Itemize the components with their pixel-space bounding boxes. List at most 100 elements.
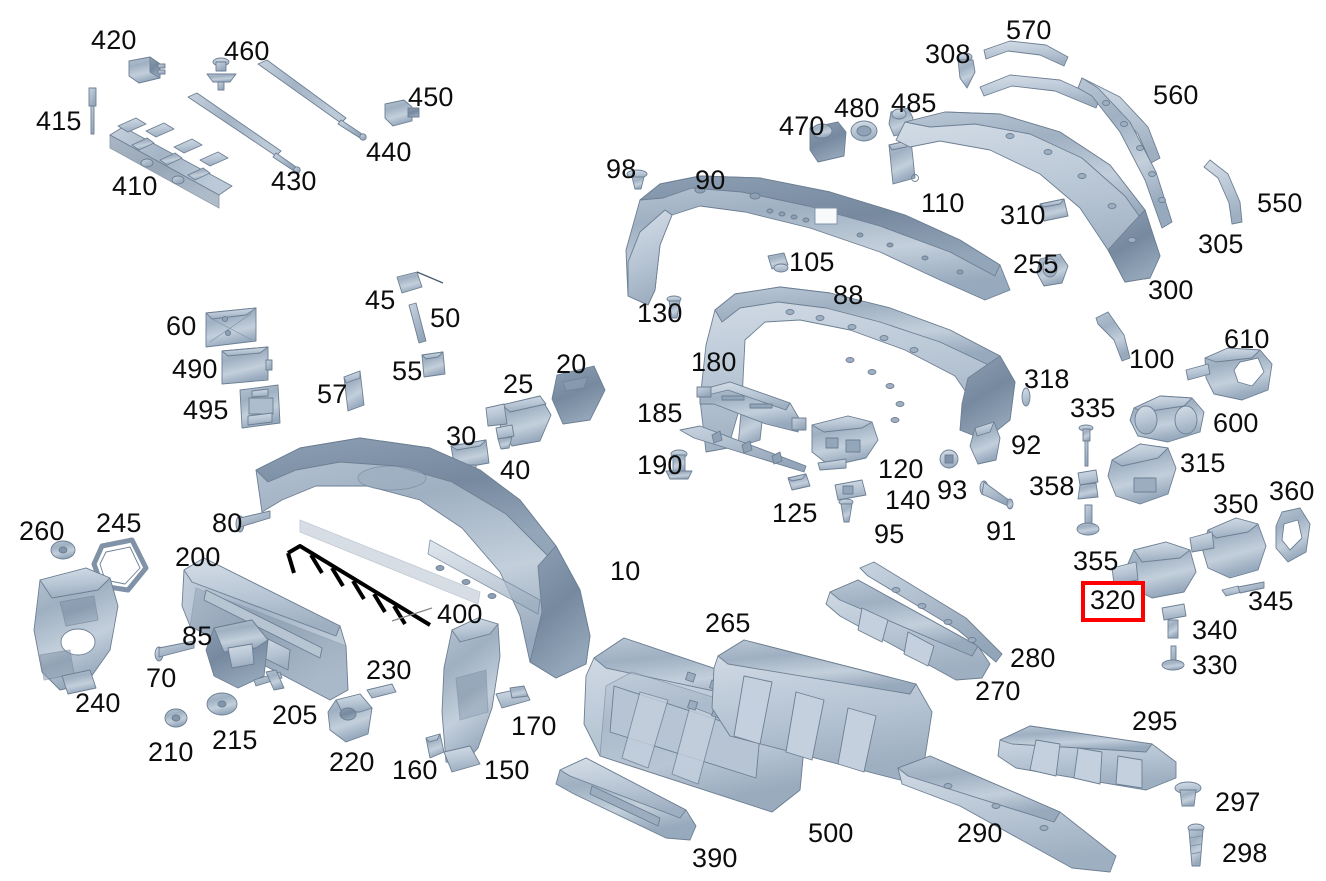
part-430 <box>187 92 301 174</box>
part-label-245: 245 <box>96 508 142 538</box>
part-315 <box>1107 443 1177 505</box>
part-label-320[interactable]: 320 <box>1081 581 1145 622</box>
part-200 <box>181 557 349 701</box>
part-360 <box>1275 507 1311 563</box>
part-label-120: 120 <box>878 454 924 484</box>
part-label-290: 290 <box>957 818 1003 848</box>
part-230 <box>366 683 397 699</box>
part-label-70: 70 <box>146 663 177 693</box>
part-label-105: 105 <box>789 247 835 277</box>
part-310 <box>1039 198 1069 222</box>
part-label-50: 50 <box>430 303 461 333</box>
part-93 <box>939 449 959 469</box>
part-label-85: 85 <box>182 621 213 651</box>
part-label-60: 60 <box>166 311 197 341</box>
part-label-550: 550 <box>1257 188 1303 218</box>
part-label-98: 98 <box>606 154 637 184</box>
part-label-495: 495 <box>183 395 229 425</box>
part-label-470: 470 <box>779 111 825 141</box>
part-label-490: 490 <box>172 354 218 384</box>
part-label-345: 345 <box>1248 586 1294 616</box>
part-450 <box>384 99 420 127</box>
part-460 <box>206 57 237 91</box>
part-470 <box>809 121 847 163</box>
part-label-180: 180 <box>691 347 737 377</box>
part-480 <box>850 120 878 142</box>
part-490 <box>221 346 273 385</box>
part-215 <box>206 692 238 716</box>
part-270 <box>825 579 991 681</box>
part-label-360: 360 <box>1269 476 1315 506</box>
part-label-110: 110 <box>921 188 965 218</box>
part-415 <box>88 87 97 135</box>
part-308b <box>979 74 1101 109</box>
part-label-280: 280 <box>1010 643 1056 673</box>
part-100 <box>1095 311 1131 362</box>
part-440 <box>257 59 367 141</box>
part-label-90: 90 <box>695 165 726 195</box>
part-label-415: 415 <box>36 106 82 136</box>
part-420 <box>128 56 166 84</box>
part-290 <box>897 755 1117 873</box>
part-185 <box>679 425 807 473</box>
part-220 <box>327 693 373 743</box>
part-label-298: 298 <box>1222 838 1268 868</box>
part-label-55: 55 <box>392 356 423 386</box>
part-label-80: 80 <box>212 508 243 538</box>
part-label-335: 335 <box>1070 393 1116 423</box>
part-label-25: 25 <box>503 369 534 399</box>
part-label-40: 40 <box>500 455 531 485</box>
part-label-88: 88 <box>833 280 864 310</box>
part-98 <box>626 169 648 190</box>
part-label-92: 92 <box>1011 430 1042 460</box>
part-20 <box>551 365 606 425</box>
part-label-30: 30 <box>446 421 477 451</box>
part-355 <box>1076 504 1100 536</box>
part-180 <box>696 381 807 433</box>
part-label-265: 265 <box>705 608 751 638</box>
part-label-260: 260 <box>19 516 65 546</box>
part-92 <box>969 421 1001 465</box>
part-label-130: 130 <box>637 298 683 328</box>
part-95 <box>838 498 854 523</box>
part-150 <box>441 617 501 773</box>
part-label-150: 150 <box>484 755 530 785</box>
part-57 <box>343 370 365 412</box>
part-318 <box>1021 387 1031 407</box>
part-358 <box>1077 469 1099 500</box>
part-190 <box>665 449 693 480</box>
part-10 <box>255 437 591 679</box>
part-205 <box>253 669 285 691</box>
part-label-500: 500 <box>808 818 854 848</box>
part-label-460: 460 <box>224 36 270 66</box>
part-label-330: 330 <box>1192 650 1238 680</box>
part-600 <box>1129 395 1205 443</box>
part-label-485: 485 <box>891 88 937 118</box>
part-240 <box>33 567 119 695</box>
part-390 <box>555 757 697 841</box>
part-298 <box>1187 823 1205 867</box>
part-label-355: 355 <box>1073 546 1119 576</box>
part-308 <box>957 52 976 89</box>
part-260 <box>50 540 76 560</box>
part-610 <box>1185 347 1273 401</box>
part-340 <box>1161 603 1187 639</box>
part-330 <box>1161 645 1185 671</box>
part-label-185: 185 <box>637 398 683 428</box>
part-60 <box>205 307 257 348</box>
part-label-240: 240 <box>75 688 121 718</box>
part-label-215: 215 <box>212 725 258 755</box>
part-label-10: 10 <box>610 556 641 586</box>
part-40 <box>495 424 515 450</box>
part-label-300: 300 <box>1148 275 1194 305</box>
part-label-91: 91 <box>986 516 1017 546</box>
part-label-95: 95 <box>874 519 905 549</box>
part-label-220: 220 <box>329 747 375 777</box>
part-label-20: 20 <box>556 349 587 379</box>
part-300 <box>895 111 1161 283</box>
part-140 <box>834 479 867 501</box>
part-297 <box>1174 781 1202 807</box>
part-label-358: 358 <box>1029 471 1075 501</box>
part-410 <box>109 117 233 209</box>
